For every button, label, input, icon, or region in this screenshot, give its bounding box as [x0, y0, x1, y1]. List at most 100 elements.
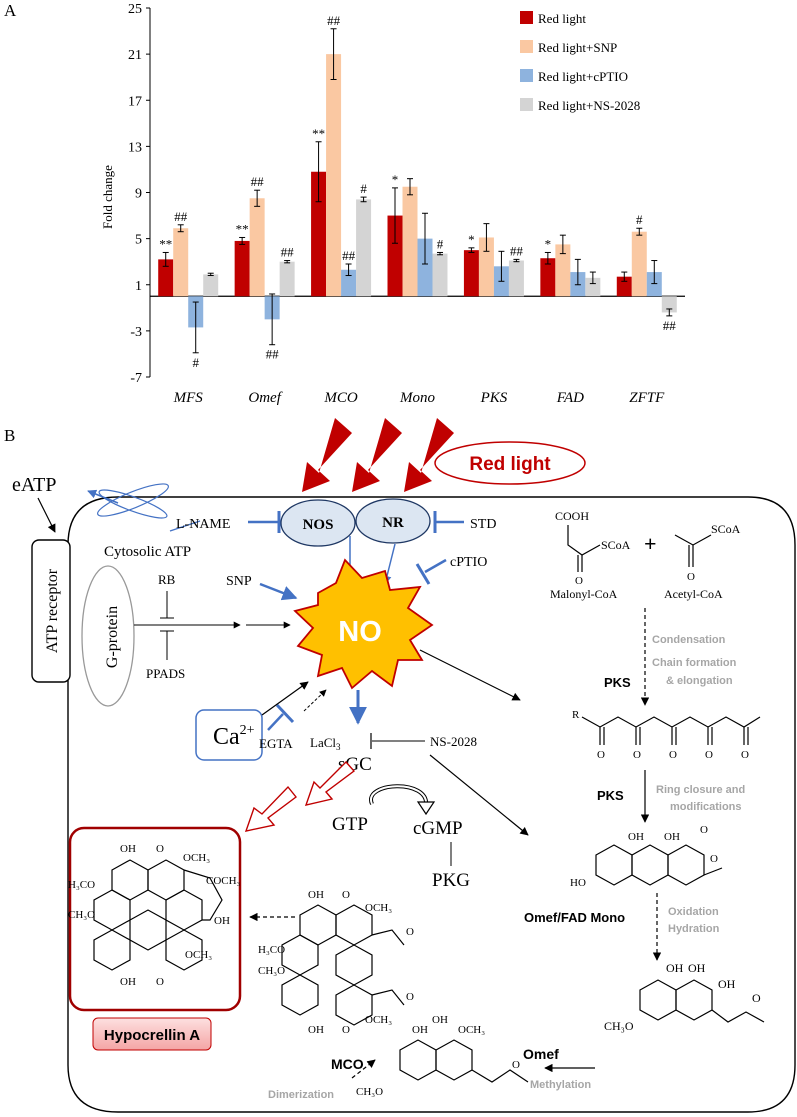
bar [631, 231, 647, 297]
dimerization-label: Dimerization [268, 1089, 334, 1101]
y-tick-label: -7 [130, 371, 142, 386]
cycle-arc-inner [370, 785, 428, 807]
naphthalene-labels: OH OH OH CH₃O O [604, 961, 761, 1033]
arrow-ca-no [261, 681, 309, 716]
eatp-label: eATP [12, 474, 56, 496]
acetyl-label: Acetyl-CoA [664, 587, 723, 601]
significance-label: # [437, 236, 444, 251]
panel-b-label: B [4, 426, 15, 445]
arrow-no-pks [419, 649, 521, 701]
h-oh-3: OH [120, 976, 136, 988]
egta-inhibition-bar [275, 703, 295, 724]
significance-label: # [636, 212, 643, 227]
bar [173, 228, 189, 297]
nr-ellipse [355, 498, 431, 544]
significance-label: # [360, 181, 367, 196]
x-category-label: FAD [556, 390, 584, 406]
hollow-arrow-1-icon [304, 760, 356, 806]
t-ho: HO [570, 877, 586, 889]
arrow-dimerization [351, 1059, 376, 1079]
malonyl-structure-icon [567, 525, 601, 572]
malonyl-scoa: SCoA [601, 538, 631, 552]
bar-chart: -7-315913172125**###MFS**######Omef**###… [128, 2, 685, 406]
rb-label: RB [158, 572, 176, 587]
t-oh-2: OH [664, 831, 680, 843]
y-tick-label: 17 [128, 94, 142, 109]
t-oh-1: OH [628, 831, 644, 843]
legend-swatch [520, 98, 533, 111]
n-oh-3: OH [718, 977, 736, 991]
red-light-label: Red light [469, 454, 551, 475]
cptio-label: cPTIO [450, 555, 487, 570]
significance-label: # [192, 355, 199, 370]
h-o-2: O [156, 976, 164, 988]
gtp-label: GTP [332, 814, 368, 835]
acetyl-scoa: SCoA [711, 522, 741, 536]
n-o: O [752, 991, 761, 1005]
atp-receptor-label: ATP receptor [44, 568, 61, 653]
bar [311, 171, 327, 297]
x-category-label: MCO [323, 390, 358, 406]
pk-o-1: O [597, 749, 605, 761]
chain-label-2: & elongation [666, 675, 733, 687]
h-och3-2: OCH₃ [185, 949, 212, 961]
d-och3-2: OCH₃ [365, 1014, 392, 1026]
bar [585, 277, 601, 297]
x-category-label: MFS [173, 390, 204, 406]
y-tick-label: 1 [135, 279, 142, 294]
polyketide-o-labels: O O O O O [597, 749, 749, 761]
significance-label: ## [327, 13, 341, 28]
bar [203, 274, 219, 297]
ca-superscript: 2+ [240, 723, 255, 738]
significance-label: ## [251, 174, 265, 189]
bar [508, 260, 524, 297]
arrow-lacl-no [303, 689, 327, 712]
significance-label: * [545, 236, 552, 251]
pks-label-1: PKS [604, 675, 631, 690]
cptio-inhibition-bar [415, 563, 431, 585]
bar [158, 259, 174, 297]
mco-label: MCO [331, 1056, 364, 1072]
dimer-labels: OH O OCH₃ H₃CO CH₃O O O OCH₃ OH O [258, 889, 414, 1036]
d-oh-1: OH [308, 889, 324, 901]
significance-label: ## [663, 318, 677, 333]
y-tick-label: 9 [135, 187, 142, 202]
bar [661, 296, 677, 313]
malonyl-label: Malonyl-CoA [550, 587, 618, 601]
h-och3-1: OCH₃ [183, 852, 210, 864]
g-protein-ellipse [81, 565, 135, 707]
ca-label: Ca2+ [213, 723, 255, 750]
arrow-cytosolic-atp [87, 489, 119, 504]
x-category-label: Omef [248, 390, 282, 406]
significance-label: ## [174, 209, 188, 224]
bar [417, 238, 433, 297]
monomer-labels: OH OH OCH₃ CH₃O O [356, 1014, 520, 1098]
l-name-connector [169, 520, 201, 532]
chain-label-1: Chain formation [652, 657, 737, 669]
y-tick-label: 13 [128, 140, 142, 155]
tricyclic-labels: OH OH O O HO [570, 824, 718, 889]
pk-o-2: O [633, 749, 641, 761]
h-coch3: COCH₃ [206, 875, 241, 887]
red-light-ellipse [434, 441, 586, 485]
significance-label: ## [266, 347, 280, 362]
pks-label-2: PKS [597, 788, 624, 803]
panel-b: B Red light eATP ATP receptor Cytosolic … [4, 418, 796, 1113]
hollow-arrow-2-icon [244, 785, 297, 832]
hydration-label: Hydration [668, 923, 720, 935]
ring-label-1: Ring closure and [656, 784, 745, 796]
cooh-label: COOH [555, 509, 589, 523]
legend-label: Red light [538, 11, 586, 26]
cgmp-label: cGMP [413, 818, 463, 839]
panel-a: A Fold change -7-315913172125**###MFS**#… [4, 1, 685, 406]
x-category-label: Mono [399, 390, 435, 406]
panel-a-label: A [4, 1, 17, 20]
pk-o-4: O [705, 749, 713, 761]
acetyl-structure-icon [674, 534, 712, 567]
ca-box [195, 709, 263, 761]
m-oh-2: OH [432, 1014, 448, 1026]
bar [326, 54, 342, 297]
significance-label: ## [281, 245, 295, 260]
arrow-snp-no [259, 582, 298, 601]
